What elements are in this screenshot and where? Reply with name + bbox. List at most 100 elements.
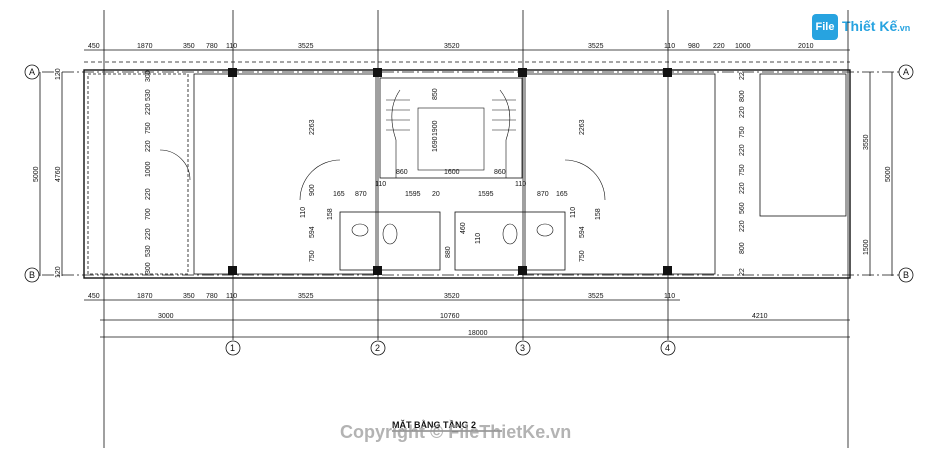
axis-a-label-right: A xyxy=(903,67,909,77)
room-side-dim: 158 xyxy=(595,208,602,220)
building-outline xyxy=(83,69,851,279)
logo-name-text: Thiết Kế xyxy=(842,18,898,34)
right-room-dim: 22 xyxy=(739,268,746,276)
left-dim-bottom-label: 120 xyxy=(55,266,62,278)
toilet-right xyxy=(502,223,518,245)
bottom-dim: 450 xyxy=(88,293,100,300)
room-side-dim: 2263 xyxy=(309,119,316,135)
left-room-dim: 220 xyxy=(145,188,152,200)
left-room-dim: 220 xyxy=(145,103,152,115)
bottom-dim: 3525 xyxy=(588,293,604,300)
left-dim-outer-label: 5000 xyxy=(33,166,40,182)
right-room-dim: 800 xyxy=(739,90,746,102)
wc-dim: 20 xyxy=(432,191,440,198)
axis-a-label-left: A xyxy=(29,67,35,77)
room-side-dim: 750 xyxy=(309,250,316,262)
top-dim: 220 xyxy=(713,43,725,50)
top-dim: 3525 xyxy=(298,43,314,50)
stair-curve-right xyxy=(499,89,511,178)
watermark: Copyright © FileThietKe.vn xyxy=(340,422,571,442)
left-room-dim: 750 xyxy=(145,122,152,134)
column-a1 xyxy=(228,68,237,77)
logo-mark: File xyxy=(812,14,838,40)
room-side-dim: 110 xyxy=(475,233,482,244)
right-dim-lower-label: 1500 xyxy=(863,239,870,255)
room-side-dim: 110 xyxy=(300,207,307,218)
drawing-title: MẶT BẰNG TẦNG 2 xyxy=(392,420,476,430)
bottom-dim: 1870 xyxy=(137,293,153,300)
wc-dim: 110 xyxy=(515,181,526,188)
wc-left xyxy=(339,211,441,271)
right-dim-outer-label: 5000 xyxy=(885,166,892,182)
bottom-dim: 3525 xyxy=(298,293,314,300)
wc-dim: 165 xyxy=(556,191,568,198)
stair-right-dim: 860 xyxy=(494,169,506,176)
wc-dim: 110 xyxy=(375,181,386,188)
axis-2-bubble xyxy=(370,340,386,356)
wc-dim: 1595 xyxy=(405,191,421,198)
room-left xyxy=(193,73,377,275)
axis-b-label-right: B xyxy=(903,270,909,280)
right-room-dim: 22 xyxy=(739,72,746,80)
top-dim: 1870 xyxy=(137,43,153,50)
wc-dim: 165 xyxy=(333,191,345,198)
bottom-dim: 3520 xyxy=(444,293,460,300)
top-dim: 110 xyxy=(664,43,675,50)
room-side-dim: 594 xyxy=(579,226,586,238)
top-dim: 3525 xyxy=(588,43,604,50)
door-swing-left xyxy=(299,159,341,201)
right-room-dim: 750 xyxy=(739,164,746,176)
bottom-dim: 350 xyxy=(183,293,195,300)
sink-right xyxy=(536,223,554,237)
stair-landing-dim: 850 xyxy=(432,88,439,100)
wc-dim: 1595 xyxy=(478,191,494,198)
logo-tld: .vn xyxy=(897,23,911,33)
axis-1-label: 1 xyxy=(230,343,235,353)
axis-3-bubble xyxy=(515,340,531,356)
column-b4 xyxy=(663,266,672,275)
axis-3-label: 3 xyxy=(520,343,525,353)
room-side-dim: 594 xyxy=(309,226,316,238)
sink-left xyxy=(351,223,369,237)
right-room-dim: 220 xyxy=(739,144,746,156)
left-room-dim: 220 xyxy=(145,140,152,152)
room-side-dim: 158 xyxy=(327,208,334,220)
balcony-right xyxy=(759,73,847,217)
room-side-dim: 750 xyxy=(579,250,586,262)
room-right xyxy=(524,73,716,275)
stair-core xyxy=(417,107,485,171)
wc-right xyxy=(454,211,566,271)
bottom-dim: 110 xyxy=(226,293,237,300)
wc-dim: 870 xyxy=(355,191,367,198)
left-room-dim: 700 xyxy=(145,208,152,220)
bottom-dim: 780 xyxy=(206,293,218,300)
axis-b-bubble-left xyxy=(24,267,40,283)
logo-name: Thiết Kế.vn xyxy=(842,18,910,34)
column-b2 xyxy=(373,266,382,275)
axis-4-bubble xyxy=(660,340,676,356)
room-side-dim: 1900 xyxy=(432,120,439,136)
left-dim-inner-label: 4760 xyxy=(55,166,62,182)
top-dim: 3520 xyxy=(444,43,460,50)
door-swing-balcony xyxy=(159,149,191,181)
door-swing-right xyxy=(564,159,606,201)
room-side-dim: 900 xyxy=(309,184,316,196)
top-dim: 1000 xyxy=(735,43,751,50)
room-side-dim: 460 xyxy=(460,222,467,234)
stair-left-dim: 860 xyxy=(396,169,408,176)
top-dim: 2010 xyxy=(798,43,814,50)
bottom-total: 10760 xyxy=(440,313,460,320)
bottom-dim: 110 xyxy=(664,293,675,300)
stair-curve-left xyxy=(391,89,401,178)
left-dim-top-label: 120 xyxy=(55,68,62,80)
left-room-dim: 530 xyxy=(145,245,152,257)
balcony-left xyxy=(87,73,189,275)
column-a3 xyxy=(518,68,527,77)
top-dim: 110 xyxy=(226,43,237,50)
stair-rise-dim: 1690 xyxy=(432,136,439,152)
right-room-dim: 220 xyxy=(739,220,746,232)
overall-dim: 18000 xyxy=(468,330,488,337)
right-room-dim: 220 xyxy=(739,106,746,118)
top-dim: 350 xyxy=(183,43,195,50)
